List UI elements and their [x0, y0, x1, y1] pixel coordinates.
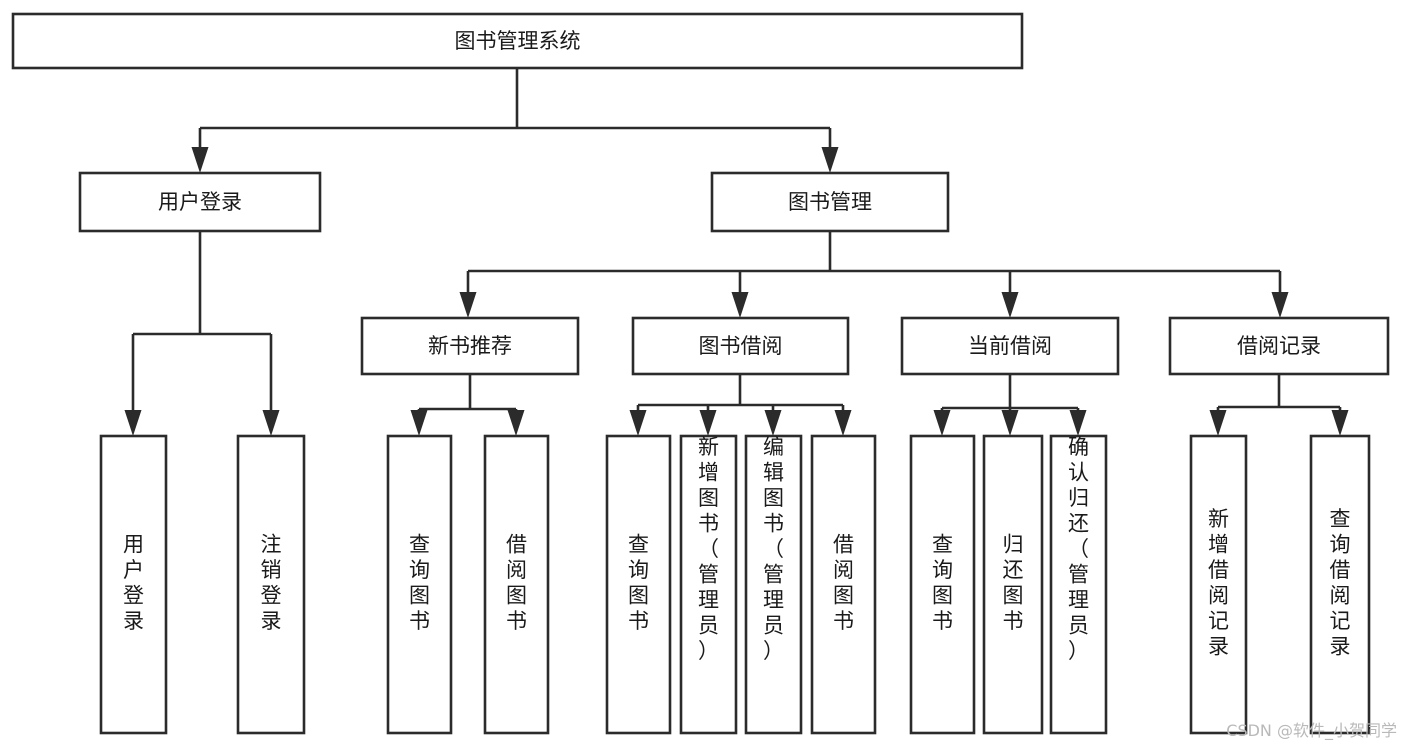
node-label: 新增图书（管理员）	[698, 435, 719, 663]
arrow-head-icon	[1069, 410, 1087, 436]
tree-node-leaf[interactable]: 确认归还（管理员）	[1049, 434, 1108, 735]
tree-node-leaf[interactable]: 查询图书	[386, 434, 453, 735]
node-box[interactable]	[810, 434, 877, 735]
tree-node-leaf[interactable]: 注销登录	[236, 434, 306, 735]
csdn-watermark: CSDN @软件_小贺同学	[1226, 721, 1397, 740]
node-box[interactable]	[631, 316, 850, 376]
node-box[interactable]	[900, 316, 1120, 376]
arrow-head-icon	[764, 410, 782, 436]
arrow-head-icon	[410, 410, 428, 436]
connector-books-to-level3	[459, 231, 1289, 318]
node-label: 注销登录	[261, 533, 282, 634]
node-box[interactable]	[679, 434, 738, 735]
node-box[interactable]	[360, 316, 580, 376]
tree-node-leaf[interactable]: 查询图书	[605, 434, 672, 735]
tree-node-leaf[interactable]: 编辑图书（管理员）	[744, 434, 803, 735]
arrow-head-icon	[507, 410, 525, 436]
tree-node-level2[interactable]: 用户登录	[78, 171, 322, 233]
node-box[interactable]	[1189, 434, 1248, 735]
node-label: 归还图书	[1003, 533, 1024, 634]
node-label: 查询图书	[409, 533, 430, 634]
tree-node-level3[interactable]: 当前借阅	[900, 316, 1120, 376]
node-box[interactable]	[99, 434, 168, 735]
arrow-head-icon	[1331, 410, 1349, 436]
tree-node-level3[interactable]: 图书借阅	[631, 316, 850, 376]
arrow-head-icon	[191, 147, 209, 173]
node-label: 用户登录	[123, 533, 144, 634]
arrow-head-icon	[262, 410, 280, 436]
tree-node-leaf[interactable]: 新增图书（管理员）	[679, 434, 738, 735]
tree-node-leaf[interactable]: 借阅图书	[483, 434, 550, 735]
connector-records-to-leaves	[1209, 374, 1349, 436]
node-label: 查询图书	[932, 533, 953, 634]
node-box[interactable]	[744, 434, 803, 735]
tree-node-leaf[interactable]: 查询图书	[909, 434, 976, 735]
node-label: 查询图书	[628, 533, 649, 634]
node-label: 新书推荐	[428, 334, 512, 358]
node-layer: 图书管理系统用户登录图书管理新书推荐图书借阅当前借阅借阅记录用户登录注销登录查询…	[11, 12, 1390, 735]
tree-node-leaf[interactable]: 归还图书	[982, 434, 1044, 735]
tree-node-level3[interactable]: 借阅记录	[1168, 316, 1390, 376]
arrow-head-icon	[124, 410, 142, 436]
arrow-head-icon	[933, 410, 951, 436]
connector-current-to-leaves	[933, 374, 1087, 436]
arrow-head-icon	[629, 410, 647, 436]
arrow-head-icon	[459, 292, 477, 318]
node-box[interactable]	[78, 171, 322, 233]
connector-borrow-to-leaves	[629, 374, 852, 436]
tree-node-level3[interactable]: 新书推荐	[360, 316, 580, 376]
node-label: 当前借阅	[968, 334, 1052, 358]
arrow-head-icon	[1001, 292, 1019, 318]
node-box[interactable]	[483, 434, 550, 735]
node-box[interactable]	[1309, 434, 1371, 735]
node-box[interactable]	[1168, 316, 1390, 376]
node-label: 借阅图书	[506, 533, 527, 634]
node-label: 图书管理系统	[455, 29, 581, 53]
node-box[interactable]	[236, 434, 306, 735]
arrow-head-icon	[731, 292, 749, 318]
node-box[interactable]	[710, 171, 950, 233]
arrow-head-icon	[834, 410, 852, 436]
arrow-head-icon	[699, 410, 717, 436]
arrow-head-icon	[821, 147, 839, 173]
tree-node-leaf[interactable]: 借阅图书	[810, 434, 877, 735]
connector-login-to-leaves	[124, 231, 280, 436]
node-box[interactable]	[909, 434, 976, 735]
connector-newbooks-to-leaves	[410, 374, 525, 436]
node-box[interactable]	[11, 12, 1024, 70]
node-label: 图书借阅	[699, 334, 783, 358]
node-label: 查询借阅记录	[1330, 507, 1351, 659]
node-box[interactable]	[982, 434, 1044, 735]
node-label: 新增借阅记录	[1208, 507, 1229, 659]
tree-node-level2[interactable]: 图书管理	[710, 171, 950, 233]
tree-node-leaf[interactable]: 新增借阅记录	[1189, 434, 1248, 735]
tree-node-leaf[interactable]: 用户登录	[99, 434, 168, 735]
tree-node-root[interactable]: 图书管理系统	[11, 12, 1024, 70]
node-label: 借阅图书	[833, 533, 854, 634]
node-label: 用户登录	[158, 190, 242, 214]
node-label: 确认归还（管理员）	[1068, 435, 1089, 663]
node-box[interactable]	[1049, 434, 1108, 735]
node-label: 图书管理	[788, 190, 872, 214]
tree-node-leaf[interactable]: 查询借阅记录	[1309, 434, 1371, 735]
connector-layer	[124, 68, 1349, 436]
node-label: 编辑图书（管理员）	[763, 435, 784, 663]
connector-root-to-level2	[191, 68, 839, 173]
arrow-head-icon	[1001, 410, 1019, 436]
arrow-head-icon	[1271, 292, 1289, 318]
node-label: 借阅记录	[1237, 334, 1321, 358]
arrow-head-icon	[1209, 410, 1227, 436]
node-box[interactable]	[386, 434, 453, 735]
node-box[interactable]	[605, 434, 672, 735]
